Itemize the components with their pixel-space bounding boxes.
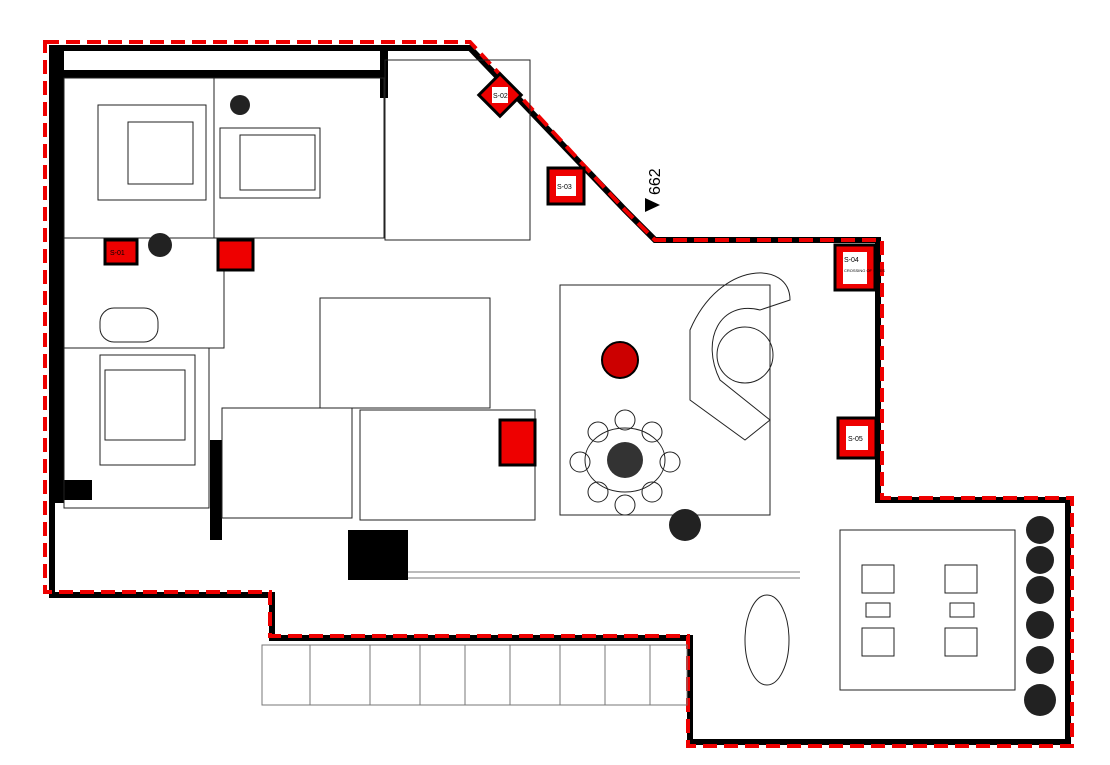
shaft-label: S-04	[844, 257, 859, 264]
shaft-label: S-02	[493, 93, 508, 100]
shaft-s03: S-03	[546, 166, 586, 206]
bed-master	[97, 104, 207, 201]
level-arrow-icon	[645, 198, 660, 212]
plant-pot	[601, 341, 639, 379]
shaft-s02: S-02	[476, 71, 524, 119]
terrace-deck	[261, 644, 688, 706]
outdoor-loungers	[861, 564, 978, 657]
rug-round	[716, 326, 774, 384]
sofa	[689, 272, 791, 441]
kitchen-island	[498, 418, 537, 467]
shaft-s04: S-04 CROSSING OF PIPES	[833, 243, 885, 292]
shaft-note: CROSSING OF PIPES	[844, 268, 885, 273]
interior-walls	[52, 48, 1016, 691]
bed-second	[219, 127, 321, 199]
dining-centerpiece	[607, 442, 643, 478]
shaft-label: S-01	[110, 250, 125, 257]
bathtub	[99, 307, 159, 343]
shaft-s05: S-05	[836, 416, 878, 460]
planters	[148, 95, 1056, 716]
dining-table	[584, 427, 666, 493]
bed-third	[99, 354, 196, 466]
level-label: 662	[647, 168, 664, 195]
shaft-label: S-05	[848, 436, 863, 443]
shaft-x	[216, 238, 255, 272]
dining-chairs	[569, 409, 681, 516]
outdoor-table	[744, 594, 790, 686]
shaft-label: S-03	[557, 184, 572, 191]
property-boundary	[43, 40, 1074, 748]
shaft-s01: S-01	[103, 238, 139, 266]
level-marker: 662	[645, 168, 664, 212]
